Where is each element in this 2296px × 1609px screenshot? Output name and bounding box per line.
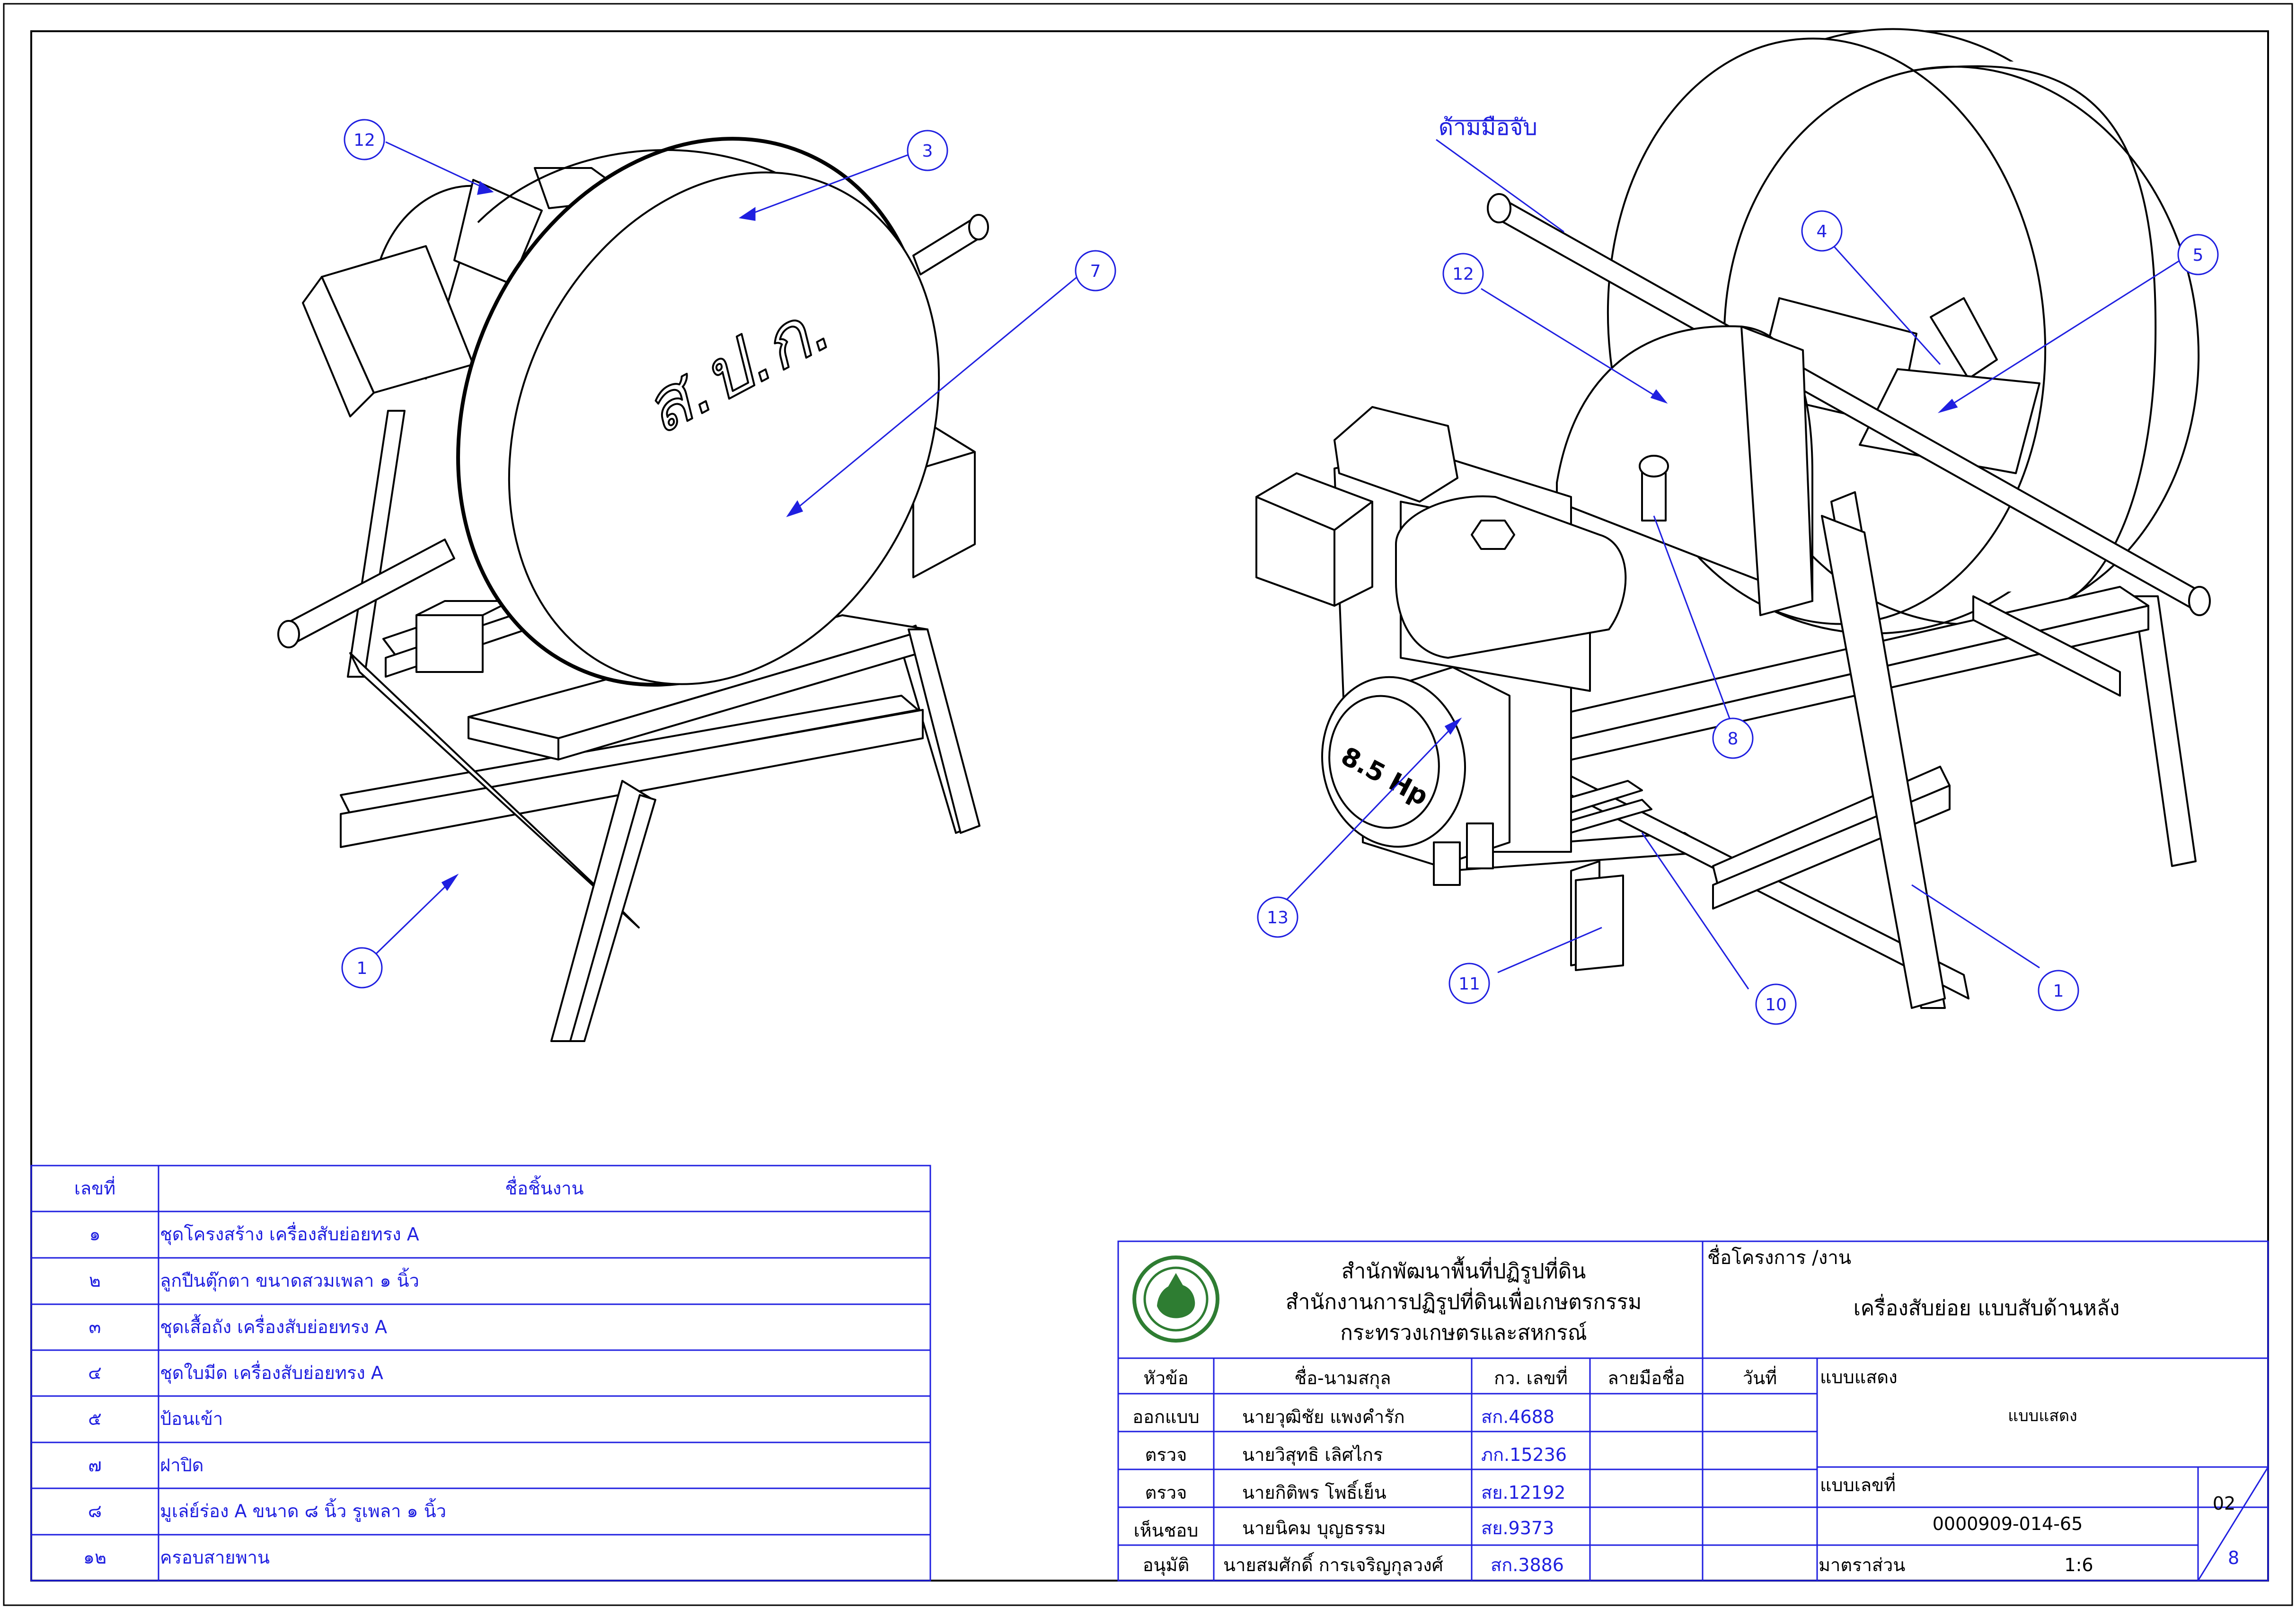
parts-row-no: ๒ <box>88 1270 101 1291</box>
signatory-role: ออกแบบ <box>1132 1406 1200 1427</box>
frame-rail <box>340 709 924 848</box>
signatory-license: สก.3886 <box>1491 1555 1564 1575</box>
callout-num: 12 <box>353 131 375 150</box>
callout-num: 11 <box>1458 974 1480 994</box>
callout-num: 1 <box>357 959 368 978</box>
shaft-end <box>277 620 300 648</box>
air-filter-2 <box>1333 406 1458 503</box>
balloon-1-right <box>2038 970 2079 1011</box>
signatory-license: สย.9373 <box>1481 1518 1554 1538</box>
parts-row-name: ฝาปิด <box>160 1455 204 1476</box>
parts-row-no: ๘ <box>88 1501 102 1521</box>
balloon-1-left <box>341 947 383 989</box>
parts-row-no: ๕ <box>88 1408 102 1429</box>
title-block-grid <box>1117 1240 2269 1582</box>
balloon-8 <box>1712 717 1754 759</box>
signatory-name: นายสมศักดิ์ การเจริญกุลวงศ์ <box>1223 1555 1443 1575</box>
parts-table: เลขที่ ชื่อชิ้นงาน ๑ ชุดโครงสร้าง เครื่อ… <box>31 1166 930 1582</box>
parts-row-name: ครอบสายพาน <box>160 1547 270 1568</box>
balloon-11 <box>1448 963 1490 1004</box>
parts-row-no: ๔ <box>88 1362 102 1383</box>
callout-num: 5 <box>2193 246 2204 265</box>
project-name: เครื่องสับย่อย แบบสับด้านหลัง <box>1853 1296 2120 1320</box>
callout-num: 1 <box>2053 981 2064 1001</box>
callout-num: 4 <box>1817 222 1828 241</box>
org-line-3: กระทรวงเกษตรและสหกรณ์ <box>1340 1321 1587 1345</box>
sheet-number: 02 <box>2212 1493 2236 1514</box>
agency-seal <box>1132 1255 1219 1343</box>
outer-border <box>3 3 2293 1606</box>
callout-num: 13 <box>1267 908 1289 928</box>
parts-header-name: ชื่อชิ้นงาน <box>505 1178 584 1199</box>
parts-row-name: ชุดโครงสร้าง เครื่องสับย่อยทรง A <box>160 1224 419 1245</box>
bearing-housing <box>415 614 484 673</box>
left-chopper-view: ส.ป.ก. <box>277 137 989 1042</box>
callout-num: 7 <box>1090 262 1101 281</box>
parts-row-name: ลูกปืนตุ๊กตา ขนาดสวมเพลา ๑ นิ้ว <box>160 1270 419 1291</box>
callouts <box>341 119 2219 1025</box>
header-name: ชื่อ-นามสกุล <box>1294 1368 1391 1388</box>
scale-value: 1:6 <box>2064 1555 2093 1575</box>
signatory-license: สก.4688 <box>1481 1406 1554 1427</box>
drawing-type-label: แบบแสดง <box>1820 1367 1898 1388</box>
balloon-12-left <box>344 119 385 160</box>
balloon-10 <box>1755 983 1797 1025</box>
engine-leg <box>1433 841 1461 886</box>
handle-label: ด้ามมือจับ <box>1439 114 1537 141</box>
project-label: ชื่อโครงการ /งาน <box>1707 1247 1852 1269</box>
org-line-2: สำนักงานการปฏิรูปที่ดินเพื่อเกษตรกรรม <box>1285 1290 1642 1314</box>
signatory-name: นายวุฒิชัย แพงคำรัก <box>1242 1406 1405 1427</box>
header-role: หัวข้อ <box>1143 1368 1189 1388</box>
signatory-name: นายนิคม บุญธรรม <box>1242 1518 1386 1538</box>
drawing-type-value: แบบแสดง <box>2008 1406 2077 1425</box>
signatory-name: นายวิสุทธิ เลิศไกร <box>1242 1444 1383 1465</box>
parts-row-name: ชุดเสื้อถัง เครื่องสับย่อยทรง A <box>160 1317 388 1337</box>
fuel-tank <box>1395 495 1627 659</box>
callout-num: 3 <box>922 141 933 161</box>
drawing-no-value: 0000909-014-65 <box>1932 1513 2083 1534</box>
feed-opening <box>1930 297 1998 380</box>
title-block: สำนักพัฒนาพื้นที่ปฏิรูปที่ดิน สำนักงานกา… <box>1118 1241 2268 1581</box>
scale-label: มาตราส่วน <box>1819 1555 1906 1575</box>
header-license: กว. เลขที่ <box>1494 1368 1568 1388</box>
org-line-1: สำนักพัฒนาพื้นที่ปฏิรูปที่ดิน <box>1341 1259 1586 1283</box>
drum-cover-face <box>508 171 940 685</box>
header-date: วันที่ <box>1742 1368 1777 1388</box>
parts-row-name: มูเล่ย์ร่อง A ขนาด ๘ นิ้ว รูเพลา ๑ นิ้ว <box>160 1501 447 1521</box>
callout-num: 12 <box>1452 265 1474 284</box>
balloon-3 <box>907 130 948 171</box>
balloon-4 <box>1801 210 1843 252</box>
parts-row-name: ชุดใบมีด เครื่องสับย่อยทรง A <box>160 1362 383 1383</box>
frame-leg-front <box>1821 515 1946 1009</box>
balloon-13 <box>1257 896 1298 938</box>
balloon-7 <box>1075 250 1116 292</box>
parts-table-grid <box>30 1165 931 1582</box>
drawing-no-label: แบบเลขที่ <box>1820 1475 1896 1495</box>
signatory-license: ภก.15236 <box>1481 1444 1567 1465</box>
header-signature: ลายมือชื่อ <box>1607 1368 1685 1388</box>
callout-num: 8 <box>1728 729 1739 749</box>
signatory-role: ตรวจ <box>1145 1482 1187 1503</box>
parts-row-no: ๓ <box>88 1317 101 1337</box>
callout-numbers: 12 3 7 1 4 5 12 8 13 11 10 1 <box>353 131 2203 1015</box>
callout-num: 10 <box>1765 995 1787 1015</box>
signatory-license: สย.12192 <box>1481 1482 1566 1503</box>
balloon-5 <box>2177 234 2219 275</box>
fuel-cap <box>1471 520 1515 550</box>
signatory-role: อนุมัติ <box>1142 1555 1190 1575</box>
balloon-12-right <box>1442 253 1484 294</box>
signatory-name: นายกิติพร โพธิ์เย็น <box>1242 1482 1386 1503</box>
parts-row-name: ป้อนเข้า <box>160 1408 223 1429</box>
sheet-total: 8 <box>2228 1547 2240 1568</box>
parts-header-no: เลขที่ <box>74 1178 116 1199</box>
signatory-role: เห็นชอบ <box>1133 1520 1199 1541</box>
right-chopper-view: 8.5 Hp <box>1255 28 2211 1009</box>
parts-row-no: ๑ <box>89 1224 101 1245</box>
signatory-role: ตรวจ <box>1145 1444 1187 1465</box>
parts-row-no: ๑๒ <box>83 1547 107 1568</box>
parts-row-no: ๗ <box>88 1455 102 1476</box>
